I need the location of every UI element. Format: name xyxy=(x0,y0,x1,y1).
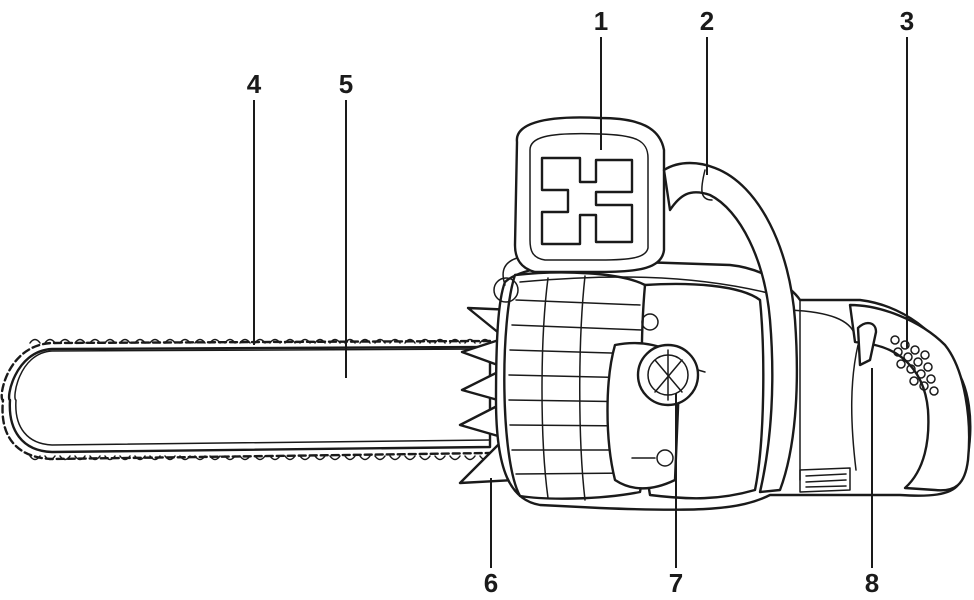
chain-tooth xyxy=(464,338,476,344)
callout-2: 2 xyxy=(700,6,714,36)
motor-housing xyxy=(494,260,972,511)
chain-tooth xyxy=(389,338,401,344)
chain-tooth xyxy=(44,455,56,461)
chain-tooth xyxy=(434,455,446,461)
trigger-switch xyxy=(851,321,878,471)
saw-chain xyxy=(0,338,492,461)
chain-tooth xyxy=(29,455,41,461)
chain-tooth xyxy=(74,338,86,344)
chain-tooth xyxy=(134,455,146,461)
callout-1: 1 xyxy=(594,6,608,36)
chain-tooth xyxy=(269,338,281,344)
chain-tooth xyxy=(104,455,116,461)
front-hand-guard xyxy=(493,116,666,303)
chain-tooth xyxy=(104,338,116,344)
chain-tooth xyxy=(254,455,266,461)
chain-tooth xyxy=(284,338,296,344)
callout-4: 4 xyxy=(247,69,262,99)
chain-tooth xyxy=(404,455,416,461)
chain-tooth xyxy=(419,455,431,461)
callout-7: 7 xyxy=(669,568,683,598)
chain-tooth xyxy=(149,455,161,461)
callout-3: 3 xyxy=(900,6,914,36)
guide-bar xyxy=(7,345,496,454)
chain-tooth xyxy=(194,338,206,344)
chain-tooth xyxy=(389,455,401,461)
chain-teeth-bottom xyxy=(29,455,491,461)
chain-tooth xyxy=(74,455,86,461)
chain-tooth xyxy=(179,455,191,461)
chain-tooth xyxy=(164,455,176,461)
chain-tooth xyxy=(374,455,386,461)
chain-tooth xyxy=(434,338,446,344)
chain-tooth xyxy=(299,338,311,344)
chain-tooth xyxy=(314,338,326,344)
chain-tooth xyxy=(59,338,71,344)
chain-tooth xyxy=(149,338,161,344)
rear-handle xyxy=(848,303,971,492)
chain-tooth xyxy=(449,455,461,461)
chain-tooth xyxy=(329,338,341,344)
leader-lines xyxy=(253,37,908,568)
chain-tooth xyxy=(89,338,101,344)
chain-tooth xyxy=(209,455,221,461)
callout-8: 8 xyxy=(865,568,879,598)
chain-tooth xyxy=(89,455,101,461)
chain-tooth xyxy=(44,338,56,344)
chain-tooth xyxy=(164,338,176,344)
chain-tooth xyxy=(449,338,461,344)
chain-tooth xyxy=(239,455,251,461)
front-handle xyxy=(662,161,799,494)
chain-tooth xyxy=(59,455,71,461)
chain-tooth xyxy=(119,455,131,461)
chain-tooth xyxy=(119,338,131,344)
chain-tooth xyxy=(179,338,191,344)
callout-5: 5 xyxy=(339,69,353,99)
chain-tooth xyxy=(239,338,251,344)
chain-tooth xyxy=(224,338,236,344)
chain-tooth xyxy=(209,338,221,344)
chain-tooth xyxy=(134,338,146,344)
callout-numbers: 1 2 3 4 5 6 7 8 xyxy=(247,6,914,598)
chain-tooth xyxy=(254,338,266,344)
chain-tooth xyxy=(404,338,416,344)
chain-tooth xyxy=(359,455,371,461)
chain-tooth xyxy=(344,455,356,461)
chain-tooth xyxy=(464,455,476,461)
callout-6: 6 xyxy=(484,568,498,598)
chain-tooth xyxy=(374,338,386,344)
chain-tooth xyxy=(419,338,431,344)
chain-tooth xyxy=(299,455,311,461)
chain-tooth xyxy=(329,455,341,461)
chain-tooth xyxy=(29,338,41,344)
chain-teeth-top xyxy=(29,338,491,344)
chain-tooth xyxy=(224,455,236,461)
chain-tooth xyxy=(314,455,326,461)
rear-handle-vents xyxy=(890,335,939,396)
chain-tooth xyxy=(359,338,371,344)
chain-tooth xyxy=(284,455,296,461)
chain-tooth xyxy=(194,455,206,461)
chain-tooth xyxy=(269,455,281,461)
chain-tension-knob xyxy=(606,341,706,490)
